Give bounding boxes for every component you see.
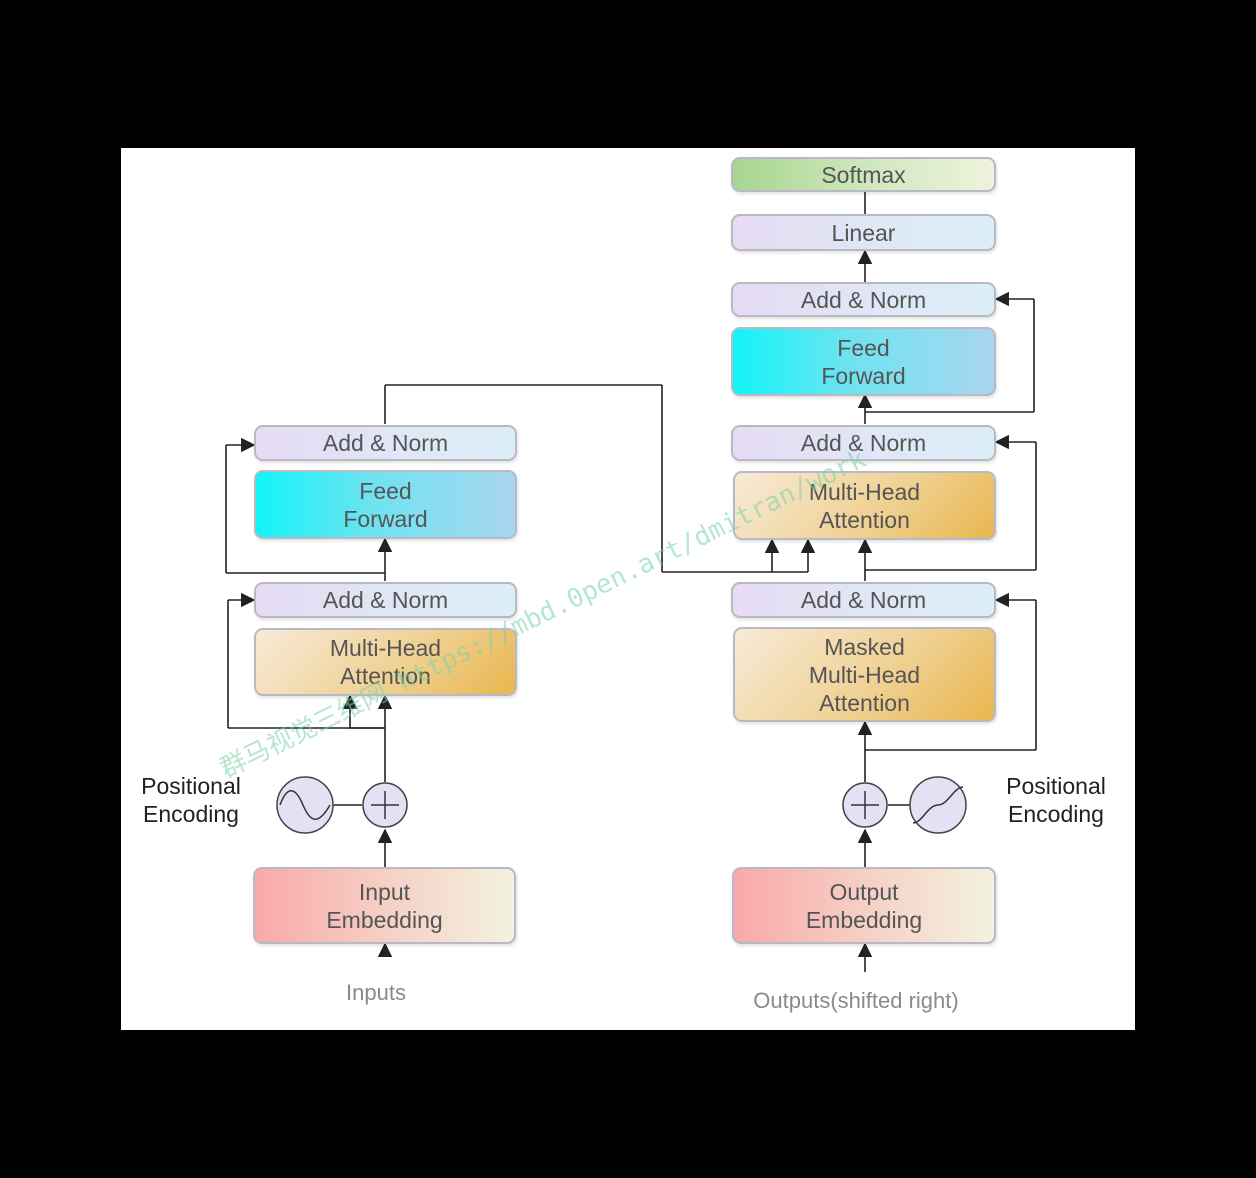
enc-add-plus-icon xyxy=(362,782,408,828)
enc-positional-sine-icon xyxy=(276,776,334,834)
dec-add-plus-icon xyxy=(842,782,888,828)
decoder-positional-encoding-label: Positional Encoding xyxy=(1006,773,1106,827)
decoder-softmax: Softmax xyxy=(731,157,996,192)
dec-positional-sine-icon xyxy=(909,776,967,834)
decoder-add-norm-bottom: Add & Norm xyxy=(731,582,996,618)
decoder-masked-multi-head-attention: Masked Multi-Head Attention xyxy=(733,627,996,722)
decoder-multi-head-attention: Multi-Head Attention xyxy=(733,471,996,540)
encoder-multi-head-attention: Multi-Head Attention xyxy=(254,628,517,696)
decoder-add-norm-top: Add & Norm xyxy=(731,282,996,317)
encoder-feed-forward: Feed Forward xyxy=(254,470,517,539)
outputs-label: Outputs(shifted right) xyxy=(753,988,959,1013)
encoder-input-embedding: Input Embedding xyxy=(253,867,516,944)
encoder-positional-encoding-label: Positional Encoding xyxy=(141,773,241,827)
decoder-linear: Linear xyxy=(731,214,996,251)
decoder-feed-forward: Feed Forward xyxy=(731,327,996,396)
encoder-add-norm-bottom: Add & Norm xyxy=(254,582,517,618)
decoder-add-norm-middle: Add & Norm xyxy=(731,425,996,461)
decoder-output-embedding: Output Embedding xyxy=(732,867,996,944)
encoder-add-norm-top: Add & Norm xyxy=(254,425,517,461)
inputs-label: Inputs xyxy=(346,980,406,1005)
